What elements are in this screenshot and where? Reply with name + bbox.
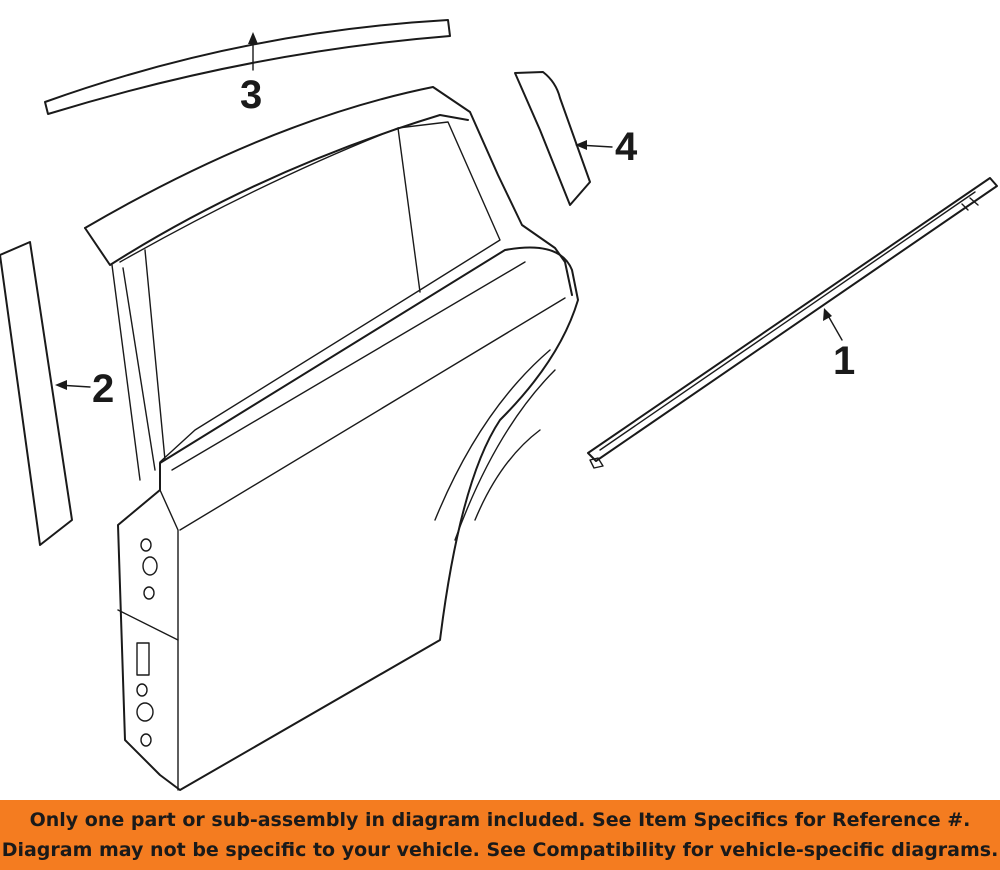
disclaimer-line-2: Diagram may not be specific to your vehi…: [1, 839, 999, 861]
rear-door-shell: [84, 86, 579, 791]
disclaimer-line-1: Only one part or sub-assembly in diagram…: [29, 809, 971, 831]
callout-2: 2: [55, 367, 114, 411]
parts-diagram: 3 4 2 1: [0, 19, 998, 791]
front-pillar-applique-part: [0, 241, 73, 546]
belt-molding-part: [587, 177, 998, 469]
callout-1: 1: [823, 308, 855, 383]
callout-4-label: 4: [615, 125, 638, 169]
callout-3: 3: [240, 32, 262, 117]
roof-molding-part: [44, 19, 451, 115]
callout-1-label: 1: [833, 339, 855, 383]
callout-3-label: 3: [240, 73, 262, 117]
disclaimer-banner: Only one part or sub-assembly in diagram…: [0, 800, 1000, 870]
callout-4: 4: [575, 125, 638, 169]
rear-applique-part: [514, 71, 591, 206]
callout-2-label: 2: [92, 367, 114, 411]
